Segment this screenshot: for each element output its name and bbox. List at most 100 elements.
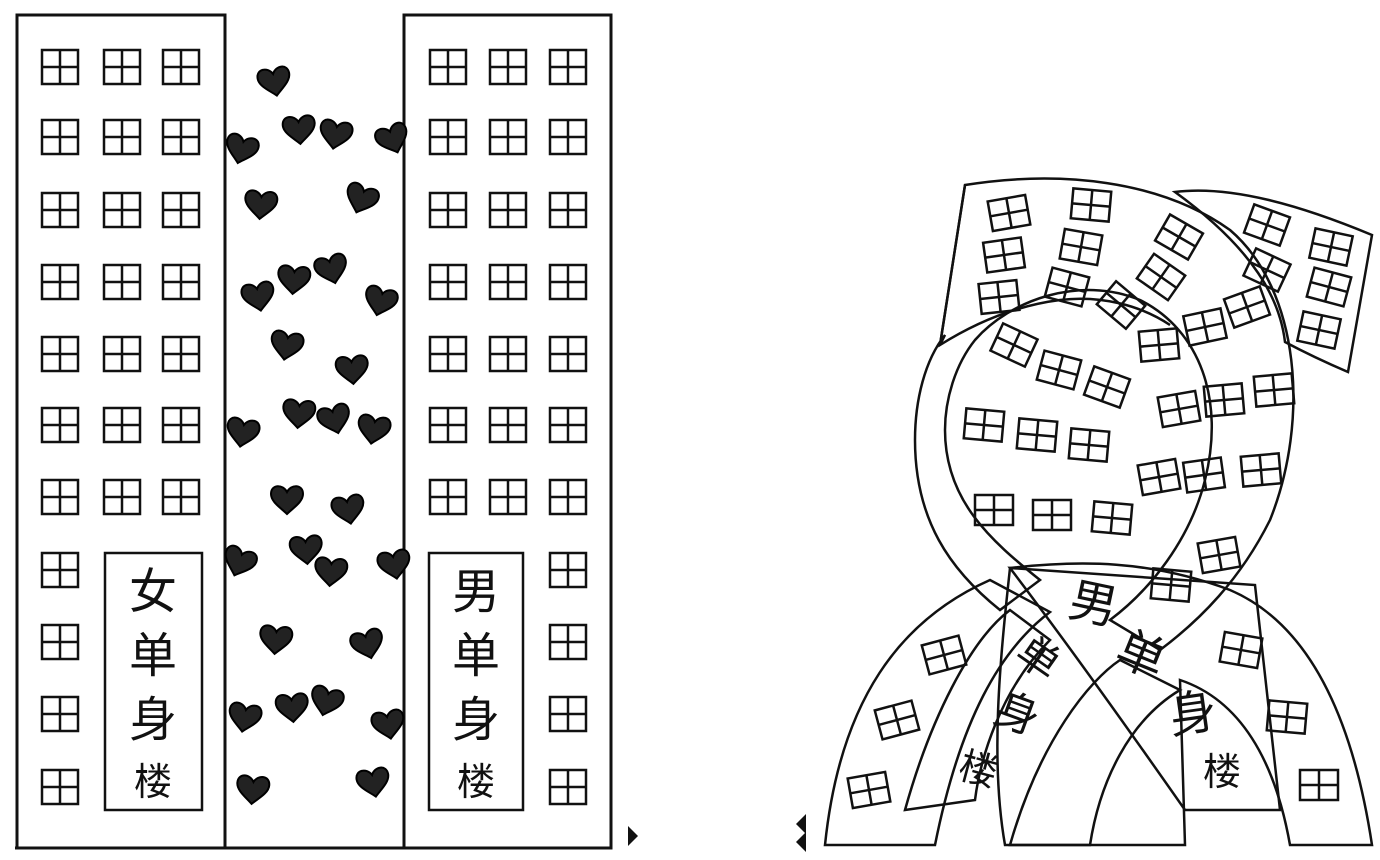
- womens-dorm-sign-char-2: 单: [129, 628, 177, 684]
- heart-icon: [269, 485, 305, 516]
- window-icon: [428, 118, 468, 156]
- window-icon: [40, 335, 80, 373]
- window-icon: [986, 193, 1032, 233]
- floating-hearts: [224, 65, 411, 806]
- window-icon: [161, 263, 201, 301]
- window-icon: [548, 191, 588, 229]
- entwined-mens-sign-char-4: 楼: [1203, 750, 1241, 794]
- mens-dorm-windows: [428, 48, 588, 806]
- heart-icon: [376, 548, 411, 580]
- window-icon: [548, 478, 588, 516]
- window-icon: [40, 263, 80, 301]
- window-icon: [1295, 309, 1343, 351]
- arrow-mark-icon: [628, 826, 638, 846]
- heart-icon: [316, 402, 350, 435]
- mens-dorm-sign: 男 单 身 楼: [427, 551, 525, 812]
- window-icon: [548, 263, 588, 301]
- window-icon: [161, 478, 201, 516]
- mens-dorm-sign-char-2: 单: [452, 628, 500, 684]
- window-icon: [1149, 567, 1193, 603]
- heart-icon: [374, 121, 408, 154]
- window-icon: [40, 48, 80, 86]
- window-icon: [1058, 227, 1104, 267]
- left-panel: 女 单 身 楼 男 单 身 楼: [15, 13, 638, 850]
- window-icon: [488, 118, 528, 156]
- window-icon: [161, 406, 201, 444]
- heart-icon: [313, 252, 347, 285]
- window-icon: [548, 48, 588, 86]
- window-icon: [102, 263, 142, 301]
- window-icon: [1082, 364, 1132, 410]
- window-icon: [40, 695, 80, 733]
- window-icon: [1305, 266, 1353, 308]
- heart-icon: [314, 556, 349, 588]
- window-icon: [161, 335, 201, 373]
- heart-icon: [259, 624, 294, 656]
- heart-icon: [226, 132, 260, 165]
- mens-dorm-sign-char-3: 身: [452, 692, 500, 748]
- window-icon: [920, 634, 968, 676]
- window-icon: [548, 551, 588, 589]
- window-icon: [1222, 284, 1272, 330]
- window-icon: [1202, 382, 1246, 418]
- window-icon: [161, 191, 201, 229]
- window-icon: [40, 406, 80, 444]
- window-icon: [1218, 630, 1264, 670]
- heart-icon: [346, 181, 380, 214]
- window-icon: [962, 407, 1006, 443]
- window-icon: [1067, 427, 1111, 463]
- heart-icon: [228, 701, 263, 733]
- heart-icon: [288, 534, 323, 566]
- right-panel: 男 单 身 楼 单 身 楼: [796, 177, 1374, 852]
- window-icon: [1043, 266, 1091, 308]
- window-icon: [873, 699, 921, 741]
- window-icon: [846, 770, 892, 810]
- heart-icon: [224, 544, 258, 577]
- window-icon: [102, 191, 142, 229]
- window-icon: [1015, 417, 1059, 453]
- window-icon: [488, 406, 528, 444]
- window-icon: [428, 406, 468, 444]
- window-icon: [428, 335, 468, 373]
- window-icon: [1181, 456, 1227, 494]
- entwined-mens-dorm-sign: 男 单 身 楼: [1064, 572, 1241, 794]
- window-icon: [1136, 457, 1182, 497]
- window-icon: [488, 191, 528, 229]
- window-icon: [1137, 327, 1181, 363]
- window-icon: [548, 118, 588, 156]
- window-icon: [548, 406, 588, 444]
- heart-icon: [236, 774, 271, 806]
- window-icon: [428, 48, 468, 86]
- window-icon: [102, 48, 142, 86]
- window-icon: [40, 551, 80, 589]
- window-icon: [40, 478, 80, 516]
- mens-dorm-building: 男 单 身 楼: [402, 13, 613, 850]
- window-icon: [1298, 768, 1340, 802]
- womens-dorm-sign-char-3: 身: [129, 692, 177, 748]
- heart-icon: [349, 627, 383, 660]
- womens-dorm-sign-char-1: 女: [129, 564, 177, 620]
- heart-icon: [334, 354, 369, 386]
- heart-icon: [270, 329, 305, 361]
- window-icon: [40, 768, 80, 806]
- heart-icon: [365, 284, 399, 317]
- window-icon: [102, 335, 142, 373]
- heart-icon: [330, 493, 365, 525]
- entwined-building-windows: [846, 187, 1355, 810]
- womens-dorm-sign-char-4: 楼: [134, 760, 172, 804]
- heart-icon: [357, 413, 392, 445]
- window-icon: [1307, 226, 1355, 268]
- window-icon: [488, 335, 528, 373]
- heart-icon: [244, 189, 279, 221]
- heart-icon: [370, 708, 405, 740]
- window-icon: [1181, 306, 1229, 348]
- window-icon: [1242, 202, 1292, 248]
- window-icon: [488, 263, 528, 301]
- window-icon: [1090, 500, 1134, 536]
- window-icon: [428, 263, 468, 301]
- window-icon: [488, 48, 528, 86]
- window-icon: [1156, 389, 1202, 429]
- mens-dorm-sign-char-4: 楼: [457, 760, 495, 804]
- window-icon: [102, 118, 142, 156]
